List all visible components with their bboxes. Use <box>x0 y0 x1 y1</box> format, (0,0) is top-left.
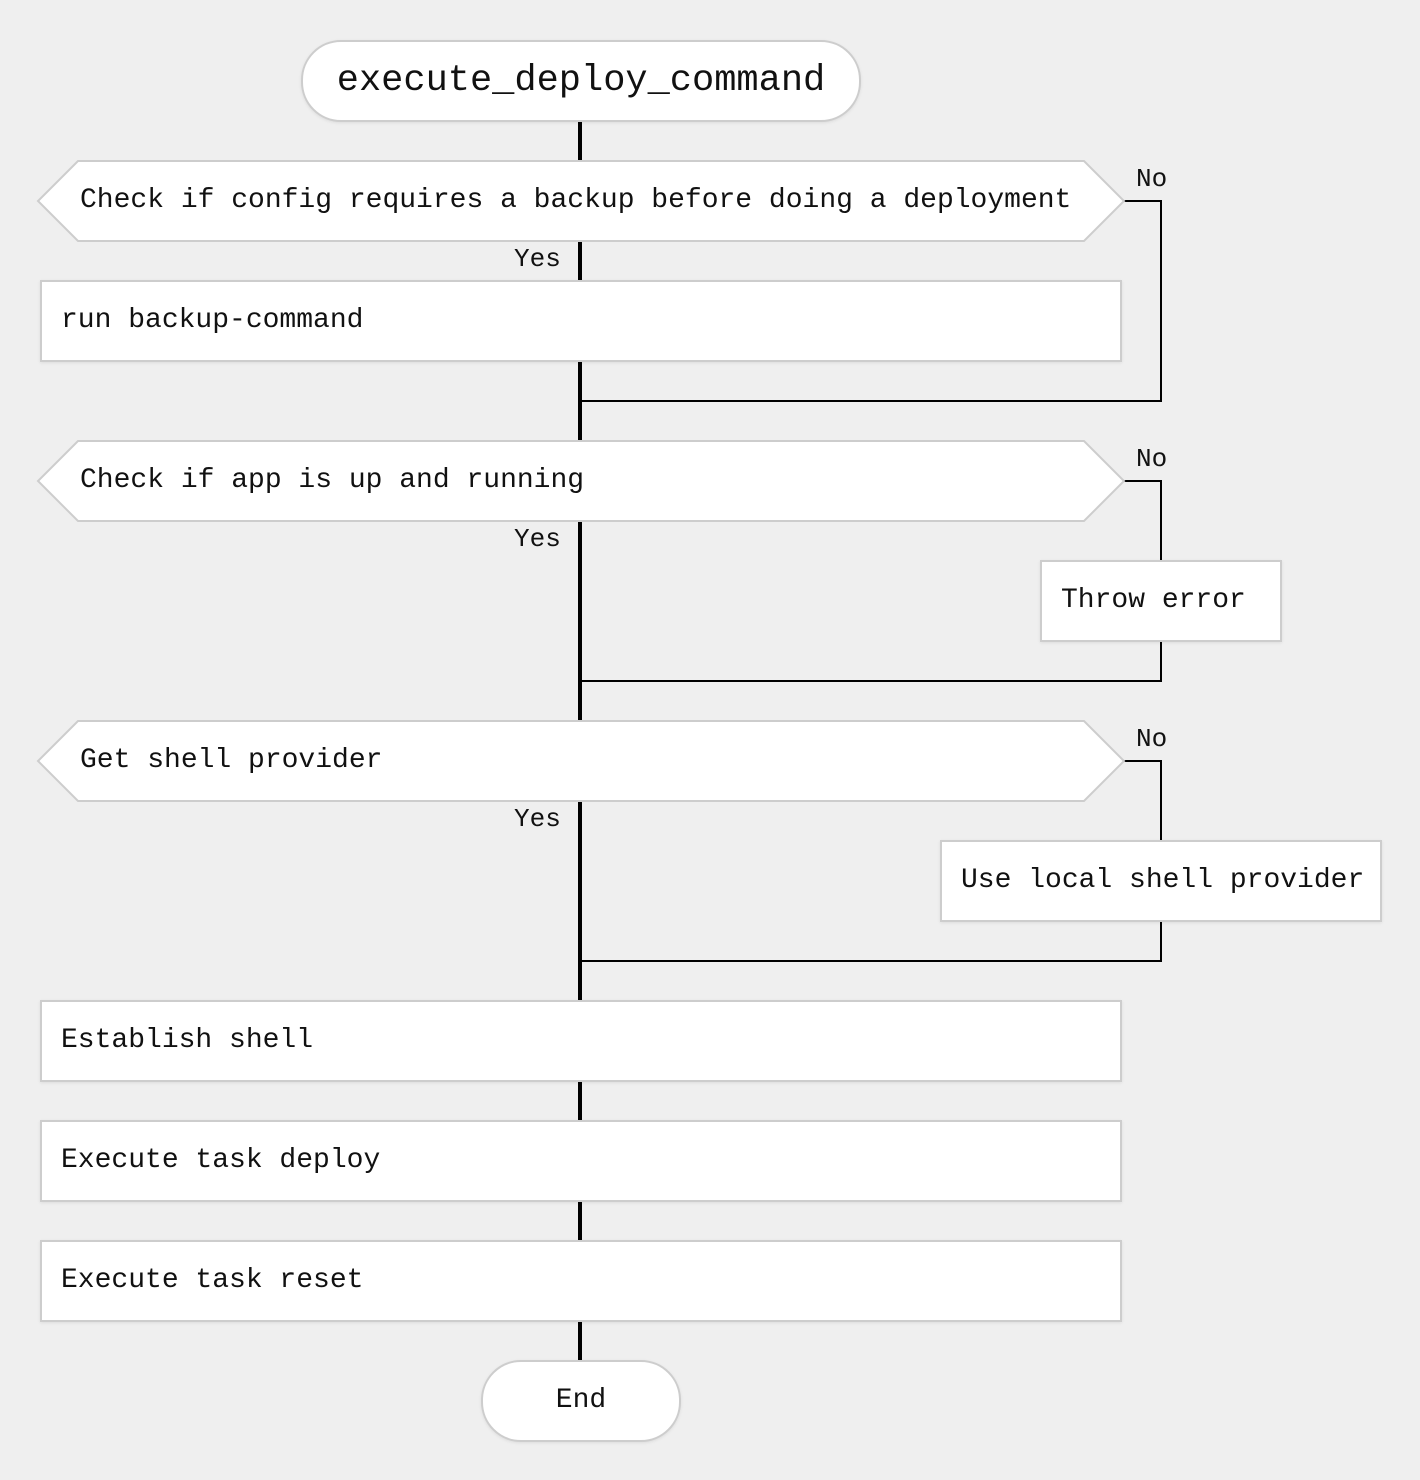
decision-shape-2 <box>36 440 1126 522</box>
decision-shape-1 <box>36 160 1126 242</box>
backup-step: run backup-command <box>40 280 1122 362</box>
execute-reset-step-label: Execute task reset <box>61 1265 364 1296</box>
edge-decision-1-no <box>580 200 1162 402</box>
start-node: execute_deploy_command <box>301 40 861 122</box>
end-node-label: End <box>555 1385 607 1416</box>
decision-1-no-label: No <box>1136 164 1168 194</box>
local-shell-step-label: Use local shell provider <box>961 865 1365 896</box>
throw-error-step: Throw error <box>1040 560 1282 642</box>
backup-step-label: run backup-command <box>61 305 364 336</box>
edge-decision-2-no <box>1124 480 1162 560</box>
edge-decision-3-no <box>1124 760 1162 840</box>
decision-3-yes-label: Yes <box>514 804 561 834</box>
start-node-label: execute_deploy_command <box>336 59 826 102</box>
decision-3-label: Get shell provider <box>80 745 383 776</box>
throw-error-step-label: Throw error <box>1061 585 1246 616</box>
execute-deploy-step-label: Execute task deploy <box>61 1145 381 1176</box>
decision-shape-3 <box>36 720 1126 802</box>
execute-reset-step: Execute task reset <box>40 1240 1122 1322</box>
establish-shell-step-label: Establish shell <box>61 1025 314 1056</box>
decision-2-label: Check if app is up and running <box>80 465 585 496</box>
decision-3-no-label: No <box>1136 724 1168 754</box>
local-shell-step: Use local shell provider <box>940 840 1382 922</box>
decision-1-yes-label: Yes <box>514 244 561 274</box>
decision-2-no-label: No <box>1136 444 1168 474</box>
execute-deploy-step: Execute task deploy <box>40 1120 1122 1202</box>
decision-2-yes-label: Yes <box>514 524 561 554</box>
edge-throw-error-merge <box>580 642 1162 682</box>
end-node: End <box>481 1360 681 1442</box>
establish-shell-step: Establish shell <box>40 1000 1122 1082</box>
decision-1-label: Check if config requires a backup before… <box>80 185 1072 216</box>
edge-local-shell-merge <box>580 922 1162 962</box>
